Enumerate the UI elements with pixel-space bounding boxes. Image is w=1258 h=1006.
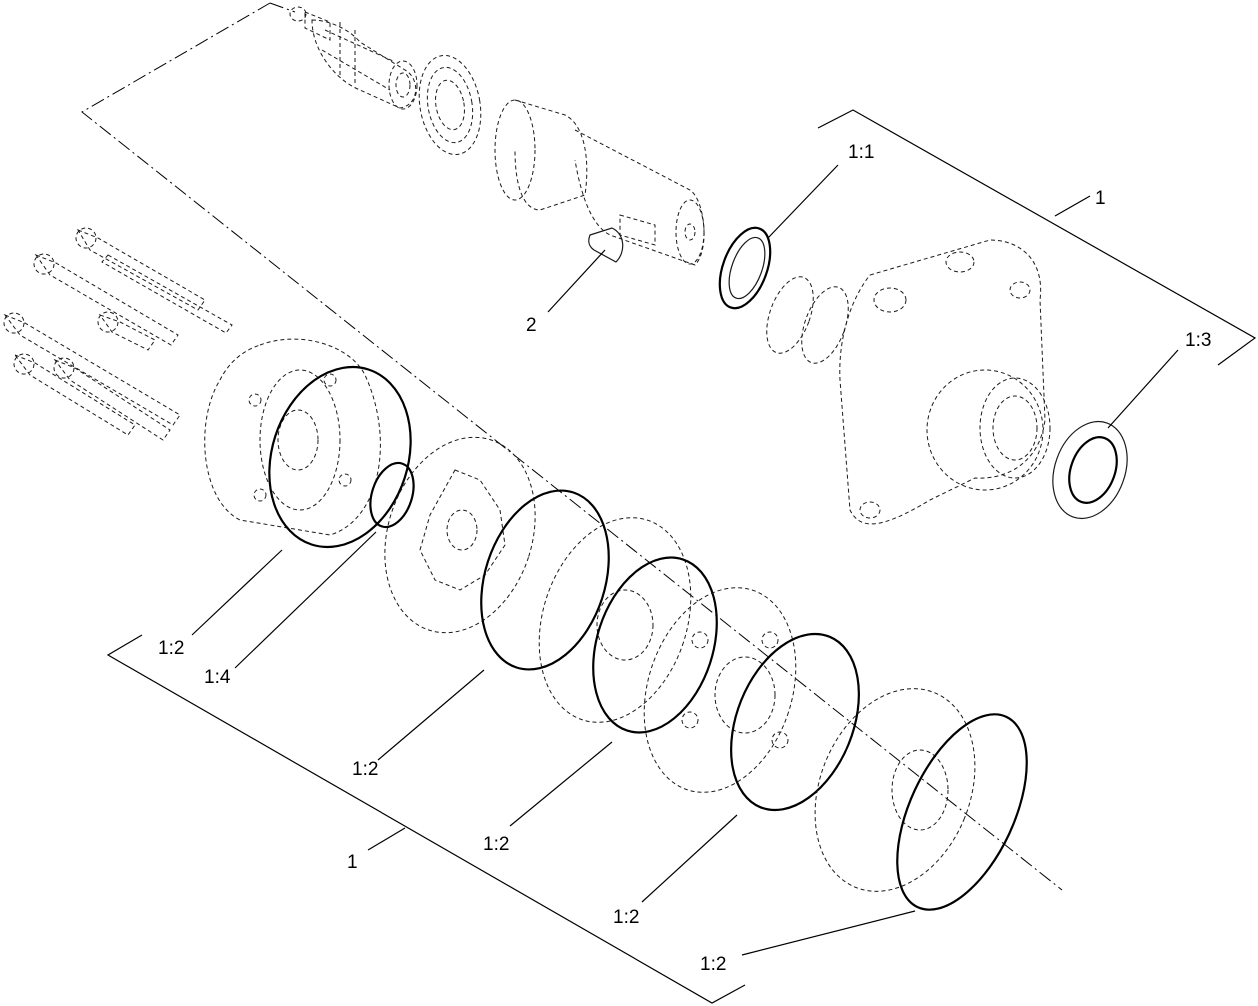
o-ring-middle-3 — [730, 632, 860, 812]
callout-1-2-a: 1:2 — [158, 638, 184, 659]
callout-1-bottom: 1 — [347, 852, 358, 873]
splined-drive-shaft — [289, 6, 418, 110]
motor-housing — [839, 239, 1051, 525]
gerotor-set — [643, 587, 797, 793]
woodruff-key — [588, 227, 624, 263]
group-bracket-bottom — [106, 634, 746, 1004]
leader-lines — [191, 164, 1179, 956]
housing-seal — [1052, 420, 1128, 520]
end-cover — [204, 338, 381, 536]
callout-1-2-b: 1:2 — [352, 759, 378, 780]
o-ring-middle-2 — [592, 556, 718, 734]
spacer-plate — [538, 517, 692, 723]
o-ring-small — [369, 461, 415, 529]
callout-1-2-e: 1:2 — [700, 954, 726, 975]
callout-1-2-c: 1:2 — [483, 834, 509, 855]
shaft-seal — [718, 226, 772, 310]
callout-2: 2 — [526, 315, 537, 336]
o-ring-last — [896, 713, 1028, 911]
end-plate — [814, 688, 976, 892]
group-bracket-top — [817, 109, 1257, 366]
o-ring-middle-1 — [480, 489, 610, 671]
callout-1-3: 1:3 — [1185, 330, 1211, 351]
output-shaft — [494, 99, 705, 266]
commutator-plate — [384, 436, 536, 634]
housing-o-rings — [766, 276, 849, 364]
callout-1-2-d: 1:2 — [613, 907, 639, 928]
thrust-bearing — [418, 54, 482, 156]
callout-1-4: 1:4 — [204, 667, 231, 688]
callout-1-top: 1 — [1095, 188, 1106, 209]
callout-labels: 1:1 1 2 1:3 1:2 1:4 1:2 1 1:2 1:2 1:2 — [158, 142, 1211, 975]
o-ring-cover — [268, 365, 412, 549]
bolt-set — [3, 227, 233, 441]
assembly-centerline — [81, 2, 1063, 891]
callout-1-1: 1:1 — [848, 142, 874, 163]
